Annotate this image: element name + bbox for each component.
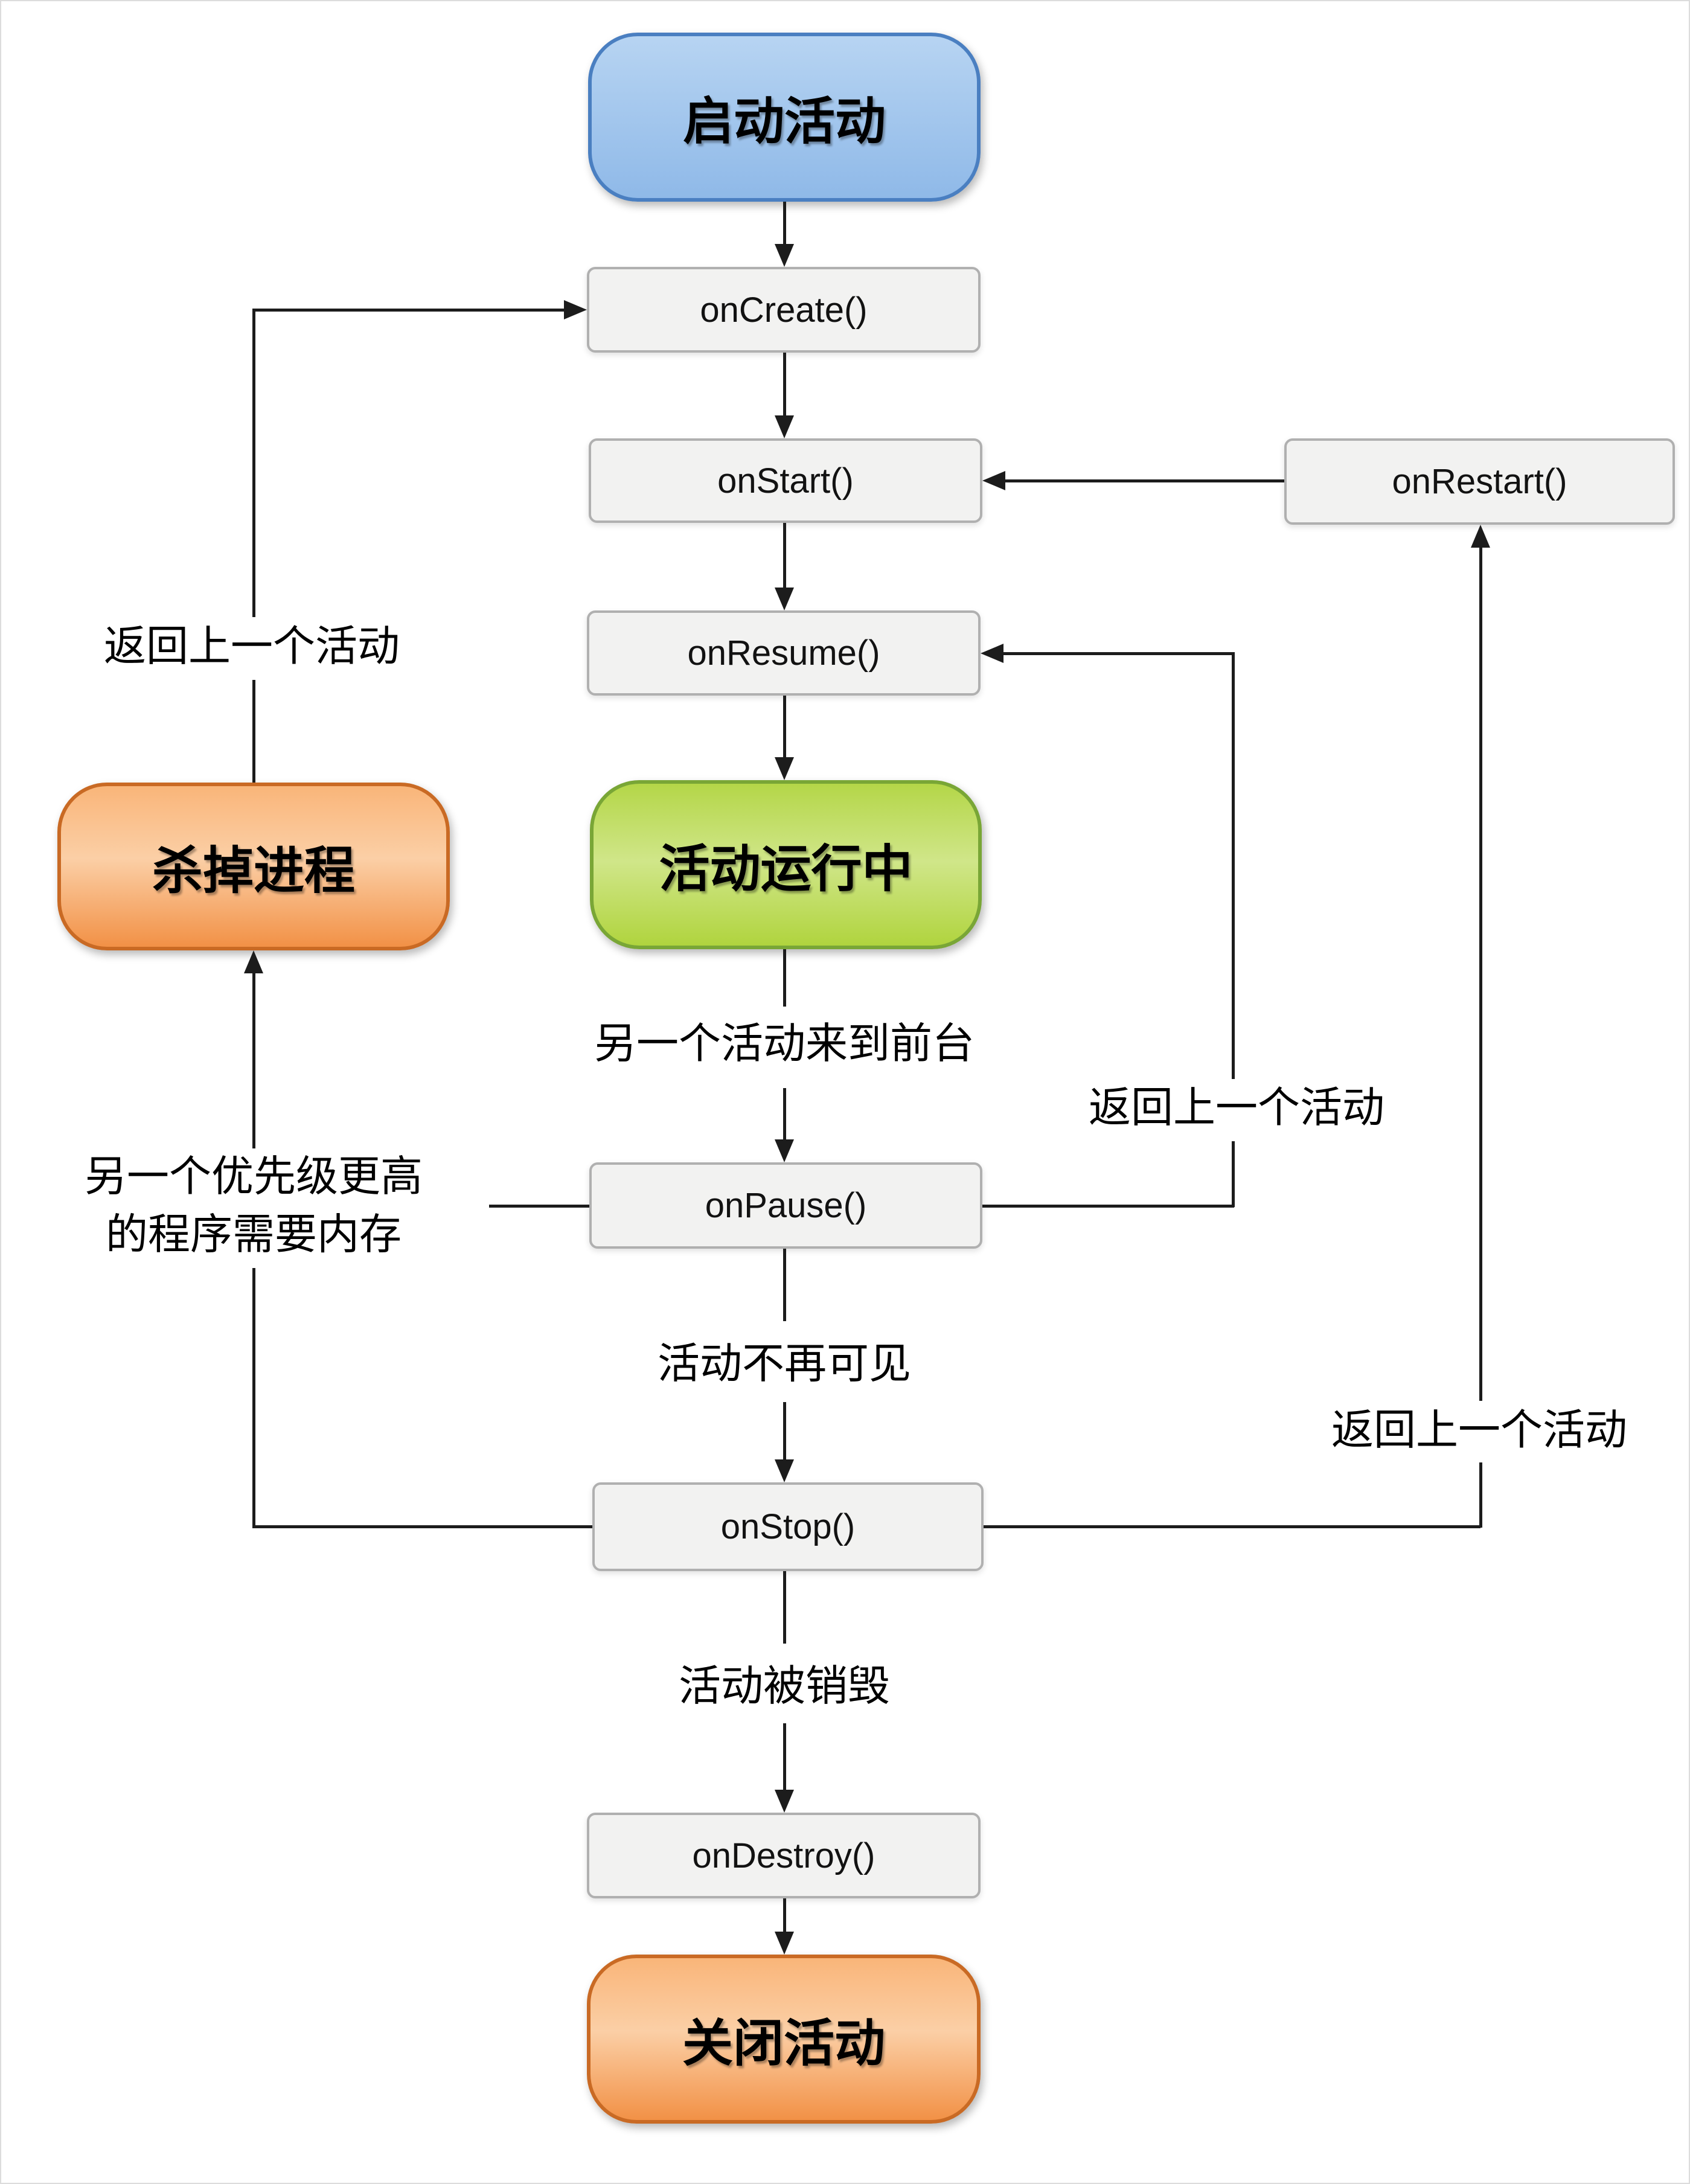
edge-far-right-vertical-above-label [1479, 548, 1482, 1401]
edge-oncreate-to-onstart [783, 353, 786, 418]
arrowhead-into-onstart-top [775, 415, 794, 438]
arrowhead-into-onresume-top [775, 588, 794, 610]
edge-foreground-label-to-onpause [783, 1088, 786, 1142]
edge-destroyed-label-to-ondestroy [783, 1723, 786, 1792]
edge-onrestart-to-onstart [1004, 479, 1284, 482]
label-back-to-previous-top-left: 返回上一个活动 [104, 623, 400, 670]
arrowhead-into-onstop-top [775, 1459, 794, 1482]
edge-mid-right-vertical-above-label [1232, 652, 1235, 1079]
label-another-activity-foreground: 另一个活动来到前台 [594, 1020, 975, 1067]
label-activity-not-visible: 活动不再可见 [658, 1340, 911, 1387]
edge-onstop-to-destroyed-label [783, 1571, 786, 1644]
edge-far-right-vertical-below-label [1479, 1462, 1482, 1528]
label-back-to-previous-mid-right: 返回上一个活动 [1089, 1084, 1384, 1131]
edge-left-vertical-above-memory-label [252, 972, 255, 1148]
arrowhead-into-onrestart-bottom [1471, 525, 1490, 548]
node-onstart: onStart() [589, 438, 982, 523]
node-oncreate: onCreate() [587, 267, 981, 353]
node-close-activity: 关闭活动 [587, 1955, 981, 2124]
arrowhead-into-oncreate-left [564, 300, 587, 319]
label-higher-priority-line1: 另一个优先级更高 [85, 1153, 423, 1200]
edge-left-vertical-below-memory-label [252, 1268, 255, 1528]
arrowhead-into-onstart-right [982, 471, 1005, 490]
arrowhead-into-onresume-right [981, 644, 1003, 663]
edge-onstop-right-horizontal [984, 1525, 1480, 1528]
label-higher-priority-line2: 的程序需要内存 [106, 1211, 402, 1258]
edge-memory-label-to-onpause [489, 1205, 589, 1208]
label-higher-priority-memory: 另一个优先级更高 的程序需要内存 [57, 1147, 450, 1263]
arrowhead-into-onpause-top [775, 1139, 794, 1162]
node-onresume: onResume() [587, 610, 981, 696]
edge-start-to-oncreate [783, 202, 786, 246]
edge-onresume-to-running [783, 696, 786, 760]
label-activity-destroyed: 活动被销毁 [679, 1662, 890, 1709]
node-ondestroy: onDestroy() [587, 1813, 981, 1898]
edge-killprocess-up-above-label [252, 309, 255, 617]
edge-onstart-to-onresume [783, 523, 786, 590]
edge-running-to-foreground-label [783, 949, 786, 1007]
node-onrestart: onRestart() [1284, 438, 1675, 525]
arrowhead-into-close-top [775, 1932, 794, 1955]
edge-mid-right-vertical-below-label [1232, 1141, 1235, 1207]
edge-killprocess-up-below-label [252, 680, 255, 783]
arrowhead-into-oncreate-top [775, 244, 794, 267]
edge-notvisible-label-to-onstop [783, 1402, 786, 1462]
node-onpause: onPause() [589, 1162, 982, 1249]
arrowhead-into-running-top [775, 757, 794, 780]
edge-onpause-to-notvisible-label [783, 1249, 786, 1321]
arrowhead-into-killprocess-bottom [244, 950, 263, 973]
node-kill-process: 杀掉进程 [57, 783, 450, 950]
edge-ondestroy-to-close [783, 1898, 786, 1934]
node-onstop: onStop() [592, 1482, 984, 1571]
edge-left-horizontal-to-oncreate [252, 309, 565, 312]
label-back-to-previous-bottom-right: 返回上一个活动 [1331, 1406, 1627, 1453]
node-start-activity: 启动活动 [588, 33, 981, 202]
edge-onpause-right-horizontal [982, 1205, 1234, 1208]
node-activity-running: 活动运行中 [590, 780, 982, 949]
arrowhead-into-ondestroy-top [775, 1790, 794, 1813]
edge-horizontal-to-onresume [1002, 652, 1234, 655]
edge-onstop-left-horizontal [252, 1525, 592, 1528]
